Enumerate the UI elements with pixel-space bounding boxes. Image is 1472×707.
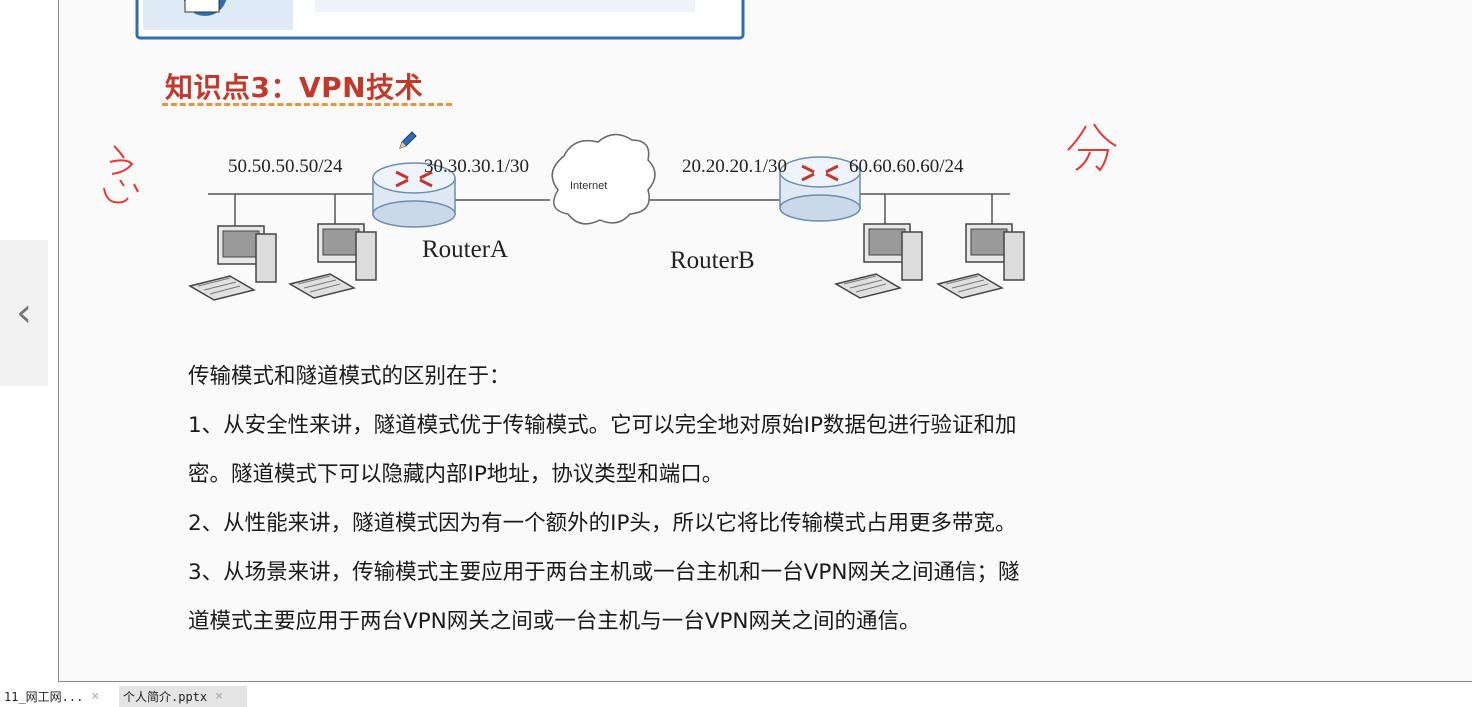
previous-slide-button[interactable]: ‹ (0, 240, 48, 386)
pc-icon (288, 223, 377, 299)
router-b-icon (779, 156, 861, 222)
slide-header-banner (135, 0, 745, 40)
router-a-icon (372, 162, 456, 228)
tab-profile-pptx[interactable]: 个人简介.pptx × (119, 686, 247, 707)
handwriting-left (103, 145, 139, 204)
router-b-wan-label: 20.20.20.1/30 (682, 156, 788, 177)
section-title: 知识点3：VPN技术 (165, 71, 424, 104)
title-underline (162, 103, 452, 106)
tab-label: 个人简介.pptx (123, 690, 208, 704)
pen-cursor-icon (399, 131, 417, 149)
pc-icon (834, 223, 923, 299)
body-line: 道模式主要应用于两台VPN网关之间或一台主机与一台VPN网关之间的通信。 (188, 609, 921, 634)
close-icon[interactable]: × (215, 689, 223, 704)
chevron-left-icon: ‹ (16, 290, 32, 336)
close-icon[interactable]: × (91, 689, 100, 704)
vpn-network-diagram (188, 133, 1025, 301)
left-network-label: 50.50.50.50/24 (228, 156, 343, 177)
body-line: 1、从安全性来讲，隧道模式优于传输模式。它可以完全地对原始IP数据包进行验证和加 (188, 413, 1017, 438)
tab-network-course[interactable]: 11_网工网... × (0, 686, 118, 707)
body-line: 2、从性能来讲，隧道模式因为有一个额外的IP头，所以它将比传输模式占用更多带宽。 (188, 511, 1017, 536)
router-a-label: RouterA (422, 236, 509, 263)
body-line: 密。隧道模式下可以隐藏内部IP地址，协议类型和端口。 (188, 462, 724, 487)
right-network-label: 60.60.60.60/24 (849, 156, 964, 177)
router-a-wan-label: 30.30.30.1/30 (424, 156, 530, 177)
internet-cloud-label: Internet (570, 180, 608, 192)
pc-icon (188, 225, 277, 301)
router-b-label: RouterB (670, 247, 755, 274)
slide-canvas (58, 0, 1472, 682)
tab-label: 11_网工网... (4, 690, 84, 704)
internet-cloud-icon (551, 133, 656, 225)
pc-icon (936, 223, 1025, 299)
body-line: 3、从场景来讲，传输模式主要应用于两台主机或一台主机和一台VPN网关之间通信；隧 (188, 560, 1020, 585)
slide-body-text: 传输模式和隧道模式的区别在于： 1、从安全性来讲，隧道模式优于传输模式。它可以完… (188, 352, 1248, 646)
document-tab-bar: 11_网工网... × 个人简介.pptx × (0, 683, 1472, 707)
body-line: 传输模式和隧道模式的区别在于： (188, 364, 511, 389)
handwriting-right (1067, 123, 1117, 172)
